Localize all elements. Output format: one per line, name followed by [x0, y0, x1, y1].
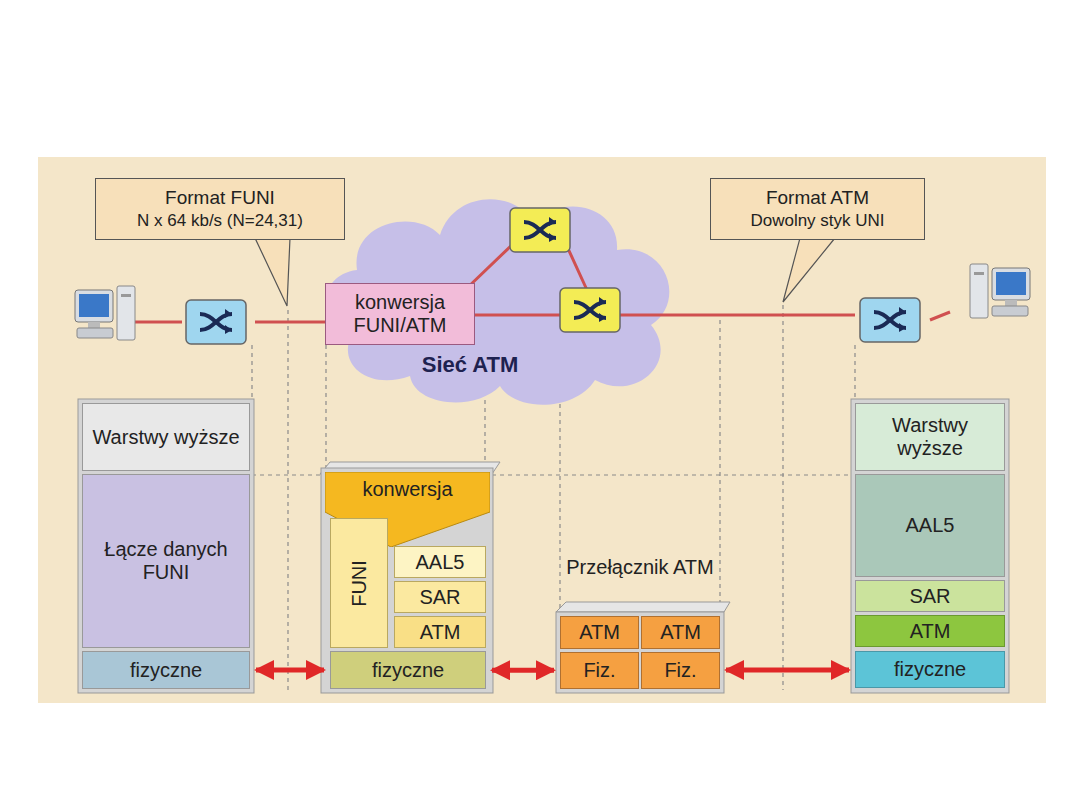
node-text: SAR — [419, 586, 460, 609]
callout-box: Format ATMDowolny styk UNI — [710, 178, 925, 240]
layer-box: SAR — [855, 580, 1005, 612]
layer-box: FUNI — [330, 518, 388, 648]
node-text: ATM — [420, 621, 461, 644]
layer-box: fizyczne — [855, 651, 1005, 688]
layer-box: Łącze danych FUNI — [82, 474, 250, 648]
connector-arrow — [256, 668, 324, 673]
layer-box: fizyczne — [330, 651, 486, 689]
layer-box: ATM — [394, 616, 486, 648]
layer-box: fizyczne — [82, 651, 250, 689]
node-text: Łącze danych FUNI — [87, 538, 245, 584]
layer-box: AAL5 — [855, 474, 1005, 577]
node-text: FUNI — [347, 560, 370, 607]
switch-label: Przełącznik ATM — [565, 556, 715, 579]
node-text: fizyczne — [130, 659, 202, 682]
layer-box: AAL5 — [394, 546, 486, 578]
node-text: ATM — [910, 620, 951, 643]
layer-box: SAR — [394, 581, 486, 613]
layer-box: ATM — [641, 616, 720, 649]
layer-box: Warstwy wyższe — [82, 403, 250, 471]
node-text: Fiz. — [583, 659, 615, 682]
layer-box: Warstwy wyższe — [855, 403, 1005, 471]
node-subtext: Dowolny styk UNI — [750, 211, 884, 231]
node-text: ATM — [579, 621, 620, 644]
node-text: AAL5 — [416, 551, 465, 574]
node-subtext: N x 64 kb/s (N=24,31) — [137, 211, 303, 231]
node-text: Format FUNI — [165, 187, 275, 209]
node-text: AAL5 — [906, 514, 955, 537]
conversion-box: konwersja FUNI/ATM — [325, 283, 475, 345]
connector-arrow — [492, 668, 554, 673]
node-text: Warstwy wyższe — [92, 426, 239, 449]
callout-box: Format FUNIN x 64 kb/s (N=24,31) — [95, 178, 345, 240]
node-text: Sieć ATM — [375, 352, 565, 377]
layer-box: Fiz. — [641, 652, 720, 689]
layer-box: ATM — [560, 616, 639, 649]
network-cloud: Sieć ATM konwersja FUNI/ATM — [315, 180, 685, 405]
node-text: ATM — [660, 621, 701, 644]
layer-box: Fiz. — [560, 652, 639, 689]
node-text: konwersja — [362, 478, 452, 501]
layer-box: ATM — [855, 615, 1005, 647]
node-text: konwersja FUNI/ATM — [330, 291, 470, 337]
node-text: SAR — [909, 585, 950, 608]
node-text: Format ATM — [766, 187, 869, 209]
node-text: Fiz. — [664, 659, 696, 682]
node-text: fizyczne — [894, 658, 966, 681]
node-text: fizyczne — [372, 659, 444, 682]
connector-arrow — [726, 668, 849, 673]
node-text: Warstwy wyższe — [860, 414, 1000, 460]
